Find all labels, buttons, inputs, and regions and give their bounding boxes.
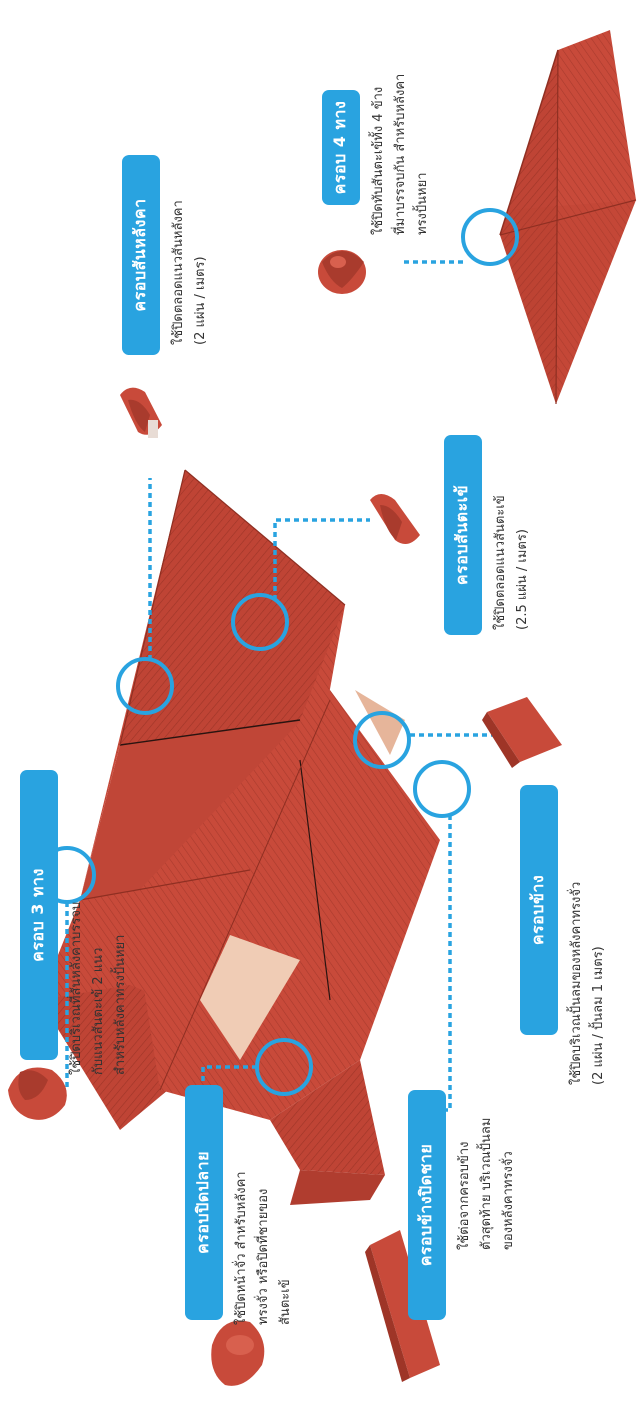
ridge-line2: (2 แผ่น / เมตร): [193, 256, 208, 345]
side-line2: (2 แผ่น / ปั้นลม 1 เมตร): [591, 946, 606, 1085]
label-crob3: ครอบ 3 ทาง: [20, 770, 58, 1060]
sideend-line1: ใช้ต่อจากครอบข้าง: [457, 1141, 472, 1250]
crob3-line1: ใช้ปิดบริเวณที่สันหลังคาบรรจบ: [69, 901, 84, 1075]
hip-line2: (2.5 แผ่น / เมตร): [515, 529, 530, 630]
ridge-line1: ใช้ปิดตลอดแนวสันหลังคา: [171, 200, 186, 345]
crob4-line3: ทรงปั้นหยา: [415, 172, 430, 235]
sideend-line3: ของหลังคาทรงจั่ว: [501, 1151, 516, 1250]
circle-side-top: [353, 711, 411, 769]
ridge-desc: ใช้ปิดตลอดแนวสันหลังคา (2 แผ่น / เมตร): [168, 200, 212, 345]
side-desc: ใช้ปิดบริเวณปั้นลมของหลังคาทรงจั่ว (2 แผ…: [566, 882, 610, 1085]
hip-roof-illustration: [499, 30, 637, 405]
circle-side: [413, 760, 471, 818]
crob4-line2: ที่มาบรรจบกัน สำหรับหลังคา: [393, 73, 408, 235]
hip-piece: [370, 494, 420, 544]
crob4-piece: [318, 250, 366, 294]
connector-lines: [40, 260, 500, 1112]
end-desc: ใช้ปิดหน้าจั่ว สำหรับหลังคา ทรงจั่ว หรือ…: [231, 1171, 297, 1325]
ridge-piece: [120, 387, 162, 438]
sideend-desc: ใช้ต่อจากครอบข้าง ตัวสุดท้าย บริเวณปั้นล…: [454, 1118, 520, 1250]
hip-title: ครอบสันตะเข้: [444, 435, 482, 635]
crob3-title: ครอบ 3 ทาง: [20, 770, 58, 1060]
side-end-piece: [365, 1230, 440, 1382]
circle-hip: [231, 593, 289, 651]
main-roof-illustration: [40, 469, 440, 1205]
end-line2: ทรงจั่ว หรือปิดที่ชายของ: [256, 1188, 271, 1325]
crob4-desc: ใช้ปิดทับสันตะเข้ทั้ง 4 ข้าง ที่มาบรรจบก…: [368, 74, 434, 235]
sideend-line2: ตัวสุดท้าย บริเวณปั้นลม: [479, 1117, 494, 1250]
crob3-line2: กับแนวสันตะเข้ 2 แนว: [91, 947, 106, 1075]
circle-crob4: [461, 208, 519, 266]
label-hip: ครอบสันตะเข้: [444, 435, 482, 635]
end-piece: [211, 1320, 265, 1386]
hip-desc: ใช้ปิดตลอดแนวสันตะเข้ (2.5 แผ่น / เมตร): [490, 495, 534, 630]
side-piece: [482, 697, 562, 768]
circle-ridge: [116, 657, 174, 715]
end-line3: สันตะเข้: [278, 1279, 293, 1325]
label-ridge: ครอบสันหลังคา: [122, 155, 160, 355]
ridge-title: ครอบสันหลังคา: [122, 155, 160, 355]
tile-pieces: [8, 250, 562, 1386]
side-title: ครอบข้าง: [520, 785, 558, 1035]
end-title: ครอบปิดปลาย: [185, 1085, 223, 1320]
sideend-title: ครอบข้างปิดชาย: [408, 1090, 446, 1320]
crob4-title: ครอบ 4 ทาง: [322, 90, 360, 205]
crob3-desc: ใช้ปิดบริเวณที่สันหลังคาบรรจบ กับแนวสันต…: [66, 902, 132, 1075]
label-sideend: ครอบข้างปิดชาย: [408, 1090, 446, 1320]
hip-line1: ใช้ปิดตลอดแนวสันตะเข้: [493, 495, 508, 630]
crob4-line1: ใช้ปิดทับสันตะเข้ทั้ง 4 ข้าง: [371, 86, 386, 235]
crob3-piece: [8, 1067, 67, 1120]
label-side: ครอบข้าง: [520, 785, 558, 1035]
label-end: ครอบปิดปลาย: [185, 1085, 223, 1320]
side-line1: ใช้ปิดบริเวณปั้นลมของหลังคาทรงจั่ว: [569, 881, 584, 1085]
end-line1: ใช้ปิดหน้าจั่ว สำหรับหลังคา: [234, 1171, 249, 1325]
crob3-line3: สำหรับหลังคาทรงปั้นหยา: [113, 934, 128, 1075]
label-crob4: ครอบ 4 ทาง: [322, 90, 360, 205]
